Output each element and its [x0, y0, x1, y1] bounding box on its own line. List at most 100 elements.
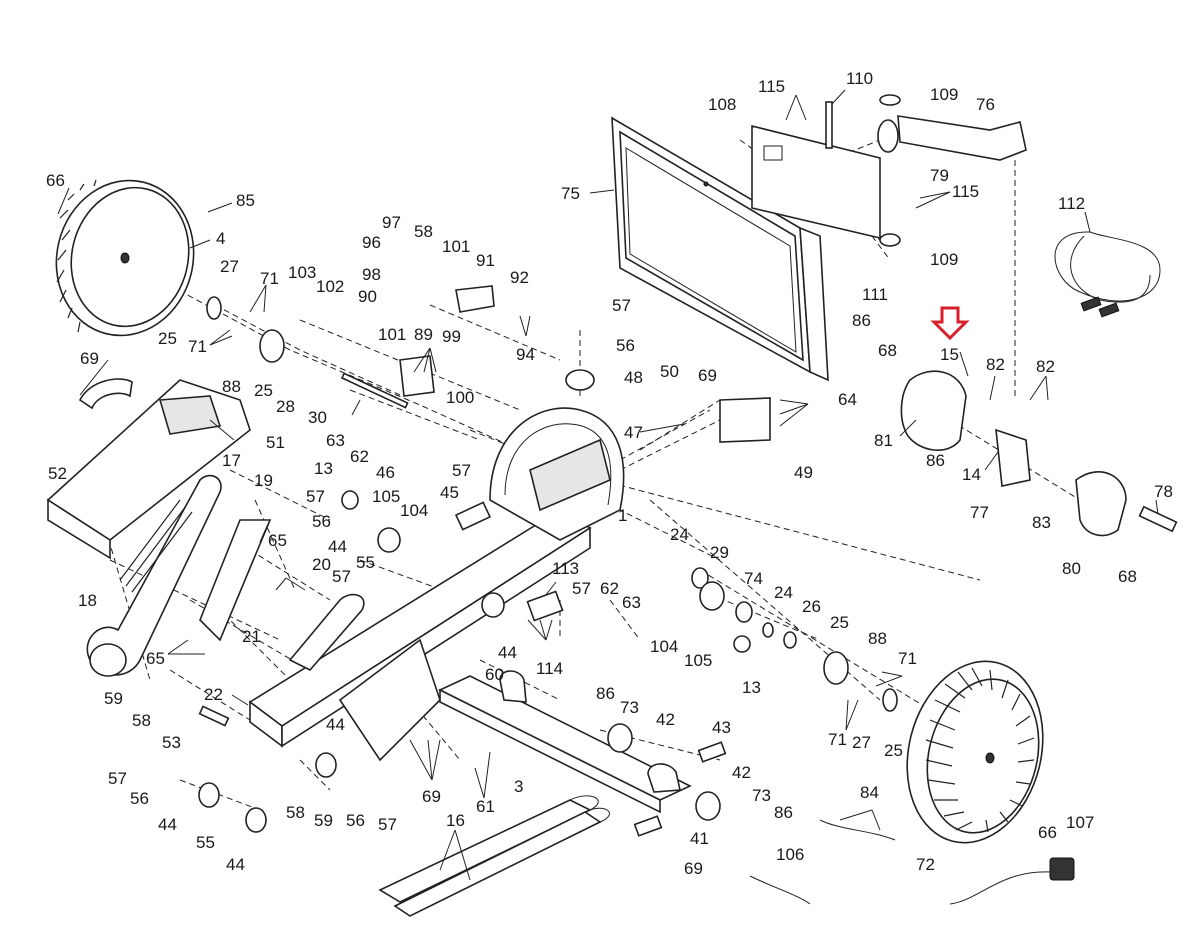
part-label: 57: [378, 815, 397, 834]
part-label: 108: [708, 95, 736, 114]
part-label: 101: [442, 237, 470, 256]
seat-assembly: [46, 378, 251, 560]
part-label: 98: [362, 265, 381, 284]
part-label: 86: [852, 311, 871, 330]
part-label: 47: [624, 423, 643, 442]
part-label: 27: [220, 257, 239, 276]
part-label: 60: [485, 665, 504, 684]
part-label: 14: [962, 465, 981, 484]
part-label: 25: [254, 381, 273, 400]
part-label: 105: [684, 651, 712, 670]
part-label: 22: [204, 685, 223, 704]
part-label: 101: [378, 325, 406, 344]
left-pedal-arm: [86, 474, 222, 677]
part-label: 57: [108, 769, 127, 788]
part-label: 46: [376, 463, 395, 482]
part-label: 59: [314, 811, 333, 830]
rear-stabilizer: [438, 670, 692, 814]
console-monitor: [611, 116, 829, 382]
part-label: 78: [1154, 482, 1173, 501]
part-label: 52: [48, 464, 67, 483]
part-label: 65: [146, 649, 165, 668]
part-label: 58: [286, 803, 305, 822]
part-label: 102: [316, 277, 344, 296]
part-label: 114: [536, 659, 563, 678]
part-label: 103: [288, 263, 316, 282]
leader-lines: [57, 89, 1159, 881]
front-covers: [900, 370, 1178, 537]
part-label: 97: [382, 213, 401, 232]
part-labels: 66 85 4 27 71 25 71 88 25 28 30 69 52 51…: [46, 69, 1173, 878]
right-flywheel: [906, 660, 1044, 844]
part-label: 17: [222, 451, 241, 470]
part-label: 69: [422, 787, 441, 806]
part-label: 109: [930, 85, 958, 104]
part-label: 59: [104, 689, 123, 708]
part-label: 111: [862, 285, 888, 304]
part-label: 110: [846, 69, 873, 88]
part-label: 63: [326, 431, 345, 450]
part-label: 43: [712, 718, 731, 737]
part-label: 69: [698, 366, 717, 385]
part-label: 85: [236, 191, 255, 210]
part-label: 83: [1032, 513, 1051, 532]
part-label: 90: [358, 287, 377, 306]
part-label: 50: [660, 362, 679, 381]
part-label: 16: [446, 811, 465, 830]
part-label: 25: [830, 613, 849, 632]
part-label: 68: [878, 341, 897, 360]
part-label: 71: [260, 269, 279, 288]
part-label: 26: [802, 597, 821, 616]
part-label: 89: [414, 325, 433, 344]
part-label: 82: [986, 355, 1005, 374]
part-label: 30: [308, 408, 327, 427]
part-label: 13: [314, 459, 333, 478]
part-label: 56: [346, 811, 365, 830]
part-label: 92: [510, 268, 529, 287]
part-label: 48: [624, 368, 643, 387]
part-label: 56: [130, 789, 149, 808]
part-label: 63: [622, 593, 641, 612]
part-label: 21: [242, 627, 261, 646]
part-label: 82: [1036, 357, 1055, 376]
part-label: 28: [276, 397, 295, 416]
part-label: 115: [952, 182, 979, 201]
part-label: 24: [774, 583, 793, 602]
part-label: 73: [620, 698, 639, 717]
highlight-arrow-icon: [930, 306, 970, 341]
upper-tube: [825, 94, 1027, 247]
part-label: 19: [254, 471, 273, 490]
part-label: 25: [884, 741, 903, 760]
part-label: 79: [930, 166, 949, 185]
part-label: 44: [226, 855, 245, 874]
part-label: 15: [940, 345, 959, 364]
power-cord-112: [1054, 231, 1161, 318]
part-label: 55: [196, 833, 215, 852]
part-label: 57: [572, 579, 591, 598]
part-label: 4: [216, 229, 225, 248]
part-label: 73: [752, 786, 771, 805]
part-label: 71: [828, 730, 847, 749]
part-label: 74: [744, 569, 763, 588]
part-label: 86: [926, 451, 945, 470]
part-label: 64: [838, 390, 857, 409]
part-label: 41: [690, 829, 709, 848]
part-label: 3: [514, 777, 523, 796]
part-label: 44: [326, 715, 345, 734]
part-label: 56: [312, 512, 331, 531]
right-pedal-arm: [288, 593, 441, 762]
part-label: 66: [1038, 823, 1057, 842]
part-label: 86: [596, 684, 615, 703]
part-label: 91: [476, 251, 495, 270]
part-label: 112: [1058, 194, 1085, 213]
part-label: 25: [158, 329, 177, 348]
part-label: 104: [650, 637, 678, 656]
part-label: 58: [414, 222, 433, 241]
part-label: 62: [600, 579, 619, 598]
part-label: 113: [552, 559, 579, 578]
part-label: 24: [670, 525, 689, 544]
part-label: 62: [350, 447, 369, 466]
part-label: 88: [868, 629, 887, 648]
part-label: 27: [852, 733, 871, 752]
part-label: 96: [362, 233, 381, 252]
